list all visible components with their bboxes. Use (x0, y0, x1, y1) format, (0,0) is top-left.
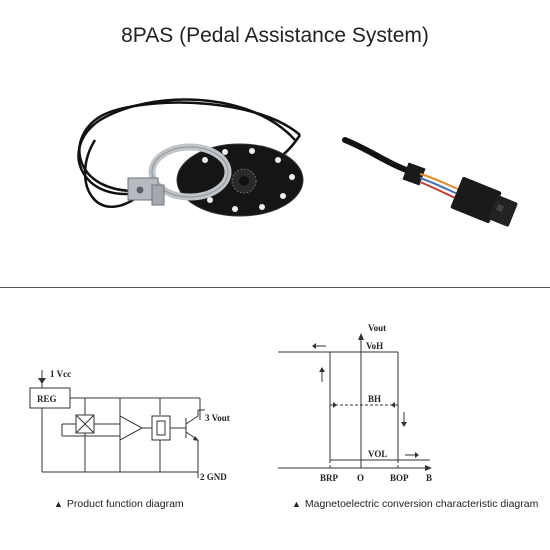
vol-label: VOL (368, 449, 387, 459)
triangle-icon: ▲ (292, 499, 301, 509)
function-diagram (29, 370, 205, 478)
triangle-icon: ▲ (54, 499, 63, 509)
page-title: 8PAS (Pedal Assistance System) (121, 24, 429, 47)
origin-label: O (357, 473, 364, 483)
voh-label: VoH (366, 341, 383, 351)
caption-text: Product function diagram (66, 498, 184, 510)
caption-characteristic-diagram: ▲Magnetoelectric conversion characterist… (292, 498, 538, 510)
caption-text: Magnetoelectric conversion characteristi… (304, 498, 539, 510)
bh-label: BH (368, 394, 381, 404)
caption-function-diagram: ▲Product function diagram (54, 498, 184, 510)
characteristic-diagram (278, 333, 432, 471)
section-divider (0, 287, 550, 288)
connector-photo (342, 137, 518, 227)
b-axis-label: B (426, 473, 432, 483)
vout-axis-label: Vout (368, 323, 386, 333)
bop-label: BOP (390, 473, 409, 483)
vout-pin-label: 3 Vout (205, 413, 230, 423)
reg-label: REG (37, 394, 57, 404)
vcc-label: 1 Vcc (50, 369, 71, 379)
sensor-disc-photo (77, 98, 304, 217)
gnd-label: 2 GND (200, 472, 227, 482)
brp-label: BRP (320, 473, 339, 483)
